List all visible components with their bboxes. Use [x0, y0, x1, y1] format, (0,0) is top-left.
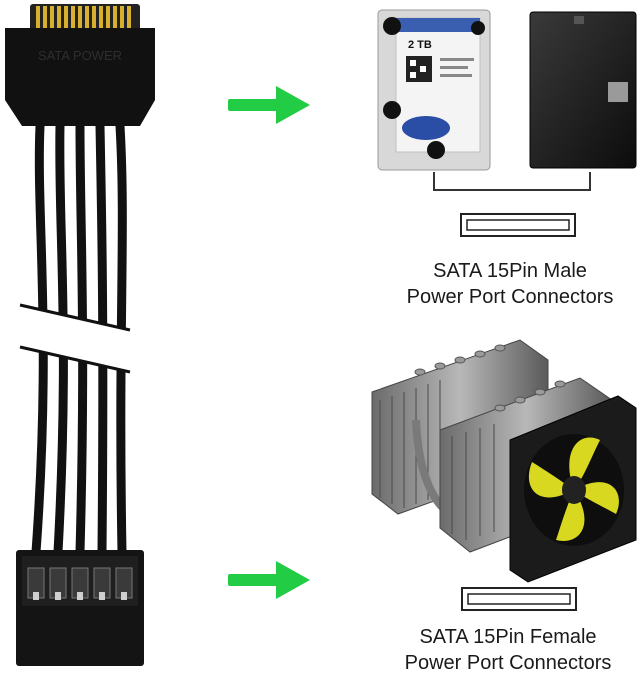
- cable-break: [20, 305, 130, 372]
- sata-male-connector: SATA POWER: [5, 4, 155, 126]
- hdd-capacity-label: 2 TB: [408, 39, 432, 51]
- cable-bundle: [31, 121, 127, 557]
- male-caption-line1: SATA 15Pin Male: [433, 260, 587, 282]
- sata-female-connector: [16, 550, 144, 666]
- female-port-icon: [461, 587, 577, 611]
- break-line-bottom: [19, 345, 131, 374]
- housing-label: SATA POWER: [38, 48, 122, 63]
- cpu-cooler-image: [371, 339, 637, 583]
- male-connector-caption: SATA 15Pin Male Power Port Connectors: [380, 258, 640, 310]
- break-line-top: [19, 303, 131, 332]
- female-caption-line1: SATA 15Pin Female: [419, 626, 597, 648]
- male-caption-line2: Power Port Connectors: [406, 286, 614, 308]
- connector-housing: [5, 28, 155, 126]
- ssd-image: [529, 11, 637, 169]
- male-port-icon: [460, 213, 576, 237]
- arrow-to-drives-icon: [228, 86, 310, 124]
- female-connector-caption: SATA 15Pin Female Power Port Connectors: [378, 624, 638, 676]
- hdd-image: 2 TB: [377, 9, 491, 171]
- gold-pins: [36, 6, 131, 30]
- arrow-to-cooler-icon: [228, 561, 310, 599]
- female-caption-line2: Power Port Connectors: [404, 652, 612, 674]
- drive-bracket: [433, 172, 591, 191]
